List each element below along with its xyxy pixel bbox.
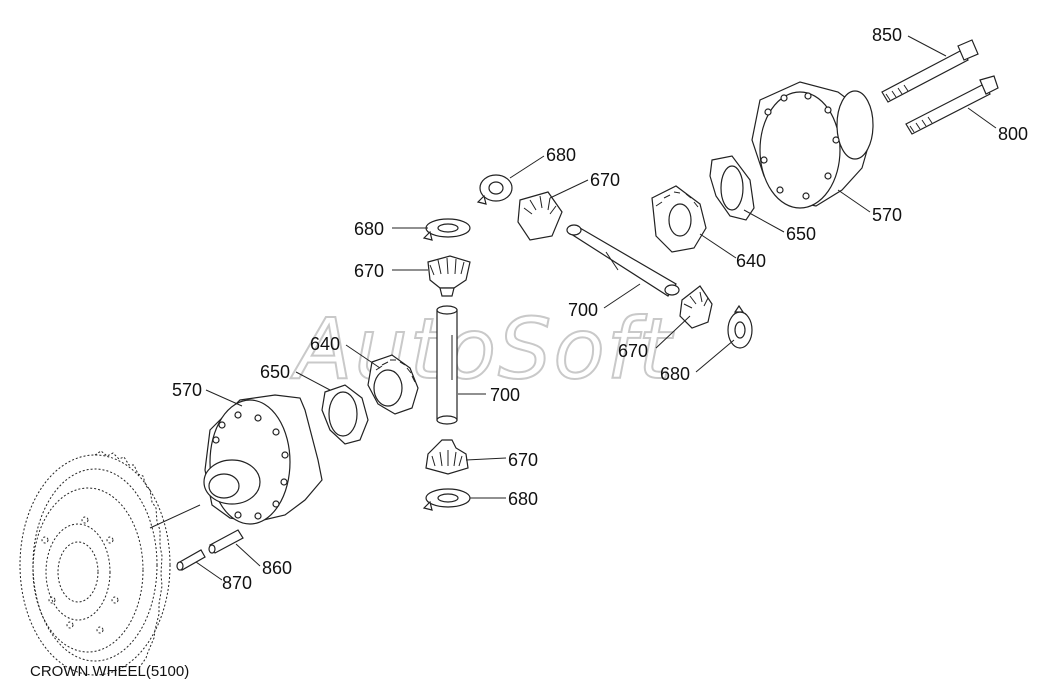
cross-shaft-700-diagonal <box>566 224 680 297</box>
bolt-800 <box>905 75 999 135</box>
label-860: 860 <box>262 558 292 578</box>
pinion-gear-670-bottom <box>425 439 469 475</box>
label-650-upper: 650 <box>786 224 816 244</box>
thrust-washer-680-left <box>422 218 471 241</box>
bolt-850 <box>881 39 979 103</box>
label-670-top: 670 <box>590 170 620 190</box>
thrust-washer-680-top <box>476 174 513 205</box>
diagram-caption: CROWN WHEEL(5100) <box>30 663 189 680</box>
label-680-right: 680 <box>660 364 690 384</box>
pinion-gear-670-top <box>427 255 471 297</box>
label-670-left: 670 <box>354 261 384 281</box>
diff-case-upper <box>751 81 874 209</box>
label-800: 800 <box>998 124 1028 144</box>
pinion-gear-670-right <box>679 285 713 329</box>
pinion-gear-670-upper <box>517 191 563 241</box>
label-670-bottom: 670 <box>508 450 538 470</box>
label-680-bottom: 680 <box>508 489 538 509</box>
leader-lines <box>149 35 997 581</box>
side-gear-640-lower <box>367 354 419 415</box>
diff-case-lower <box>203 394 323 525</box>
label-650-lower: 650 <box>260 362 290 382</box>
label-570-upper: 570 <box>872 205 902 225</box>
pin-860 <box>208 529 244 554</box>
watermark: AutoSoft <box>290 300 674 398</box>
label-700-lower: 700 <box>490 385 520 405</box>
label-870: 870 <box>222 573 252 593</box>
crown-wheel <box>19 450 171 676</box>
label-680-left: 680 <box>354 219 384 239</box>
pin-870 <box>176 549 206 571</box>
label-850: 850 <box>872 25 902 45</box>
part-labels: 850 800 570 650 640 680 670 680 670 700 … <box>172 25 1028 593</box>
label-640-upper: 640 <box>736 251 766 271</box>
thrust-washer-650-lower <box>321 384 369 445</box>
thrust-washer-680-bottom <box>422 488 471 511</box>
label-680-top: 680 <box>546 145 576 165</box>
label-640-lower: 640 <box>310 334 340 354</box>
cross-shaft-700-vertical <box>436 305 458 425</box>
side-gear-640-upper <box>651 185 707 253</box>
thrust-washer-650-upper <box>709 155 755 221</box>
label-700-upper: 700 <box>568 300 598 320</box>
label-670-right: 670 <box>618 341 648 361</box>
thrust-washer-680-right <box>727 304 753 349</box>
label-570-lower: 570 <box>172 380 202 400</box>
